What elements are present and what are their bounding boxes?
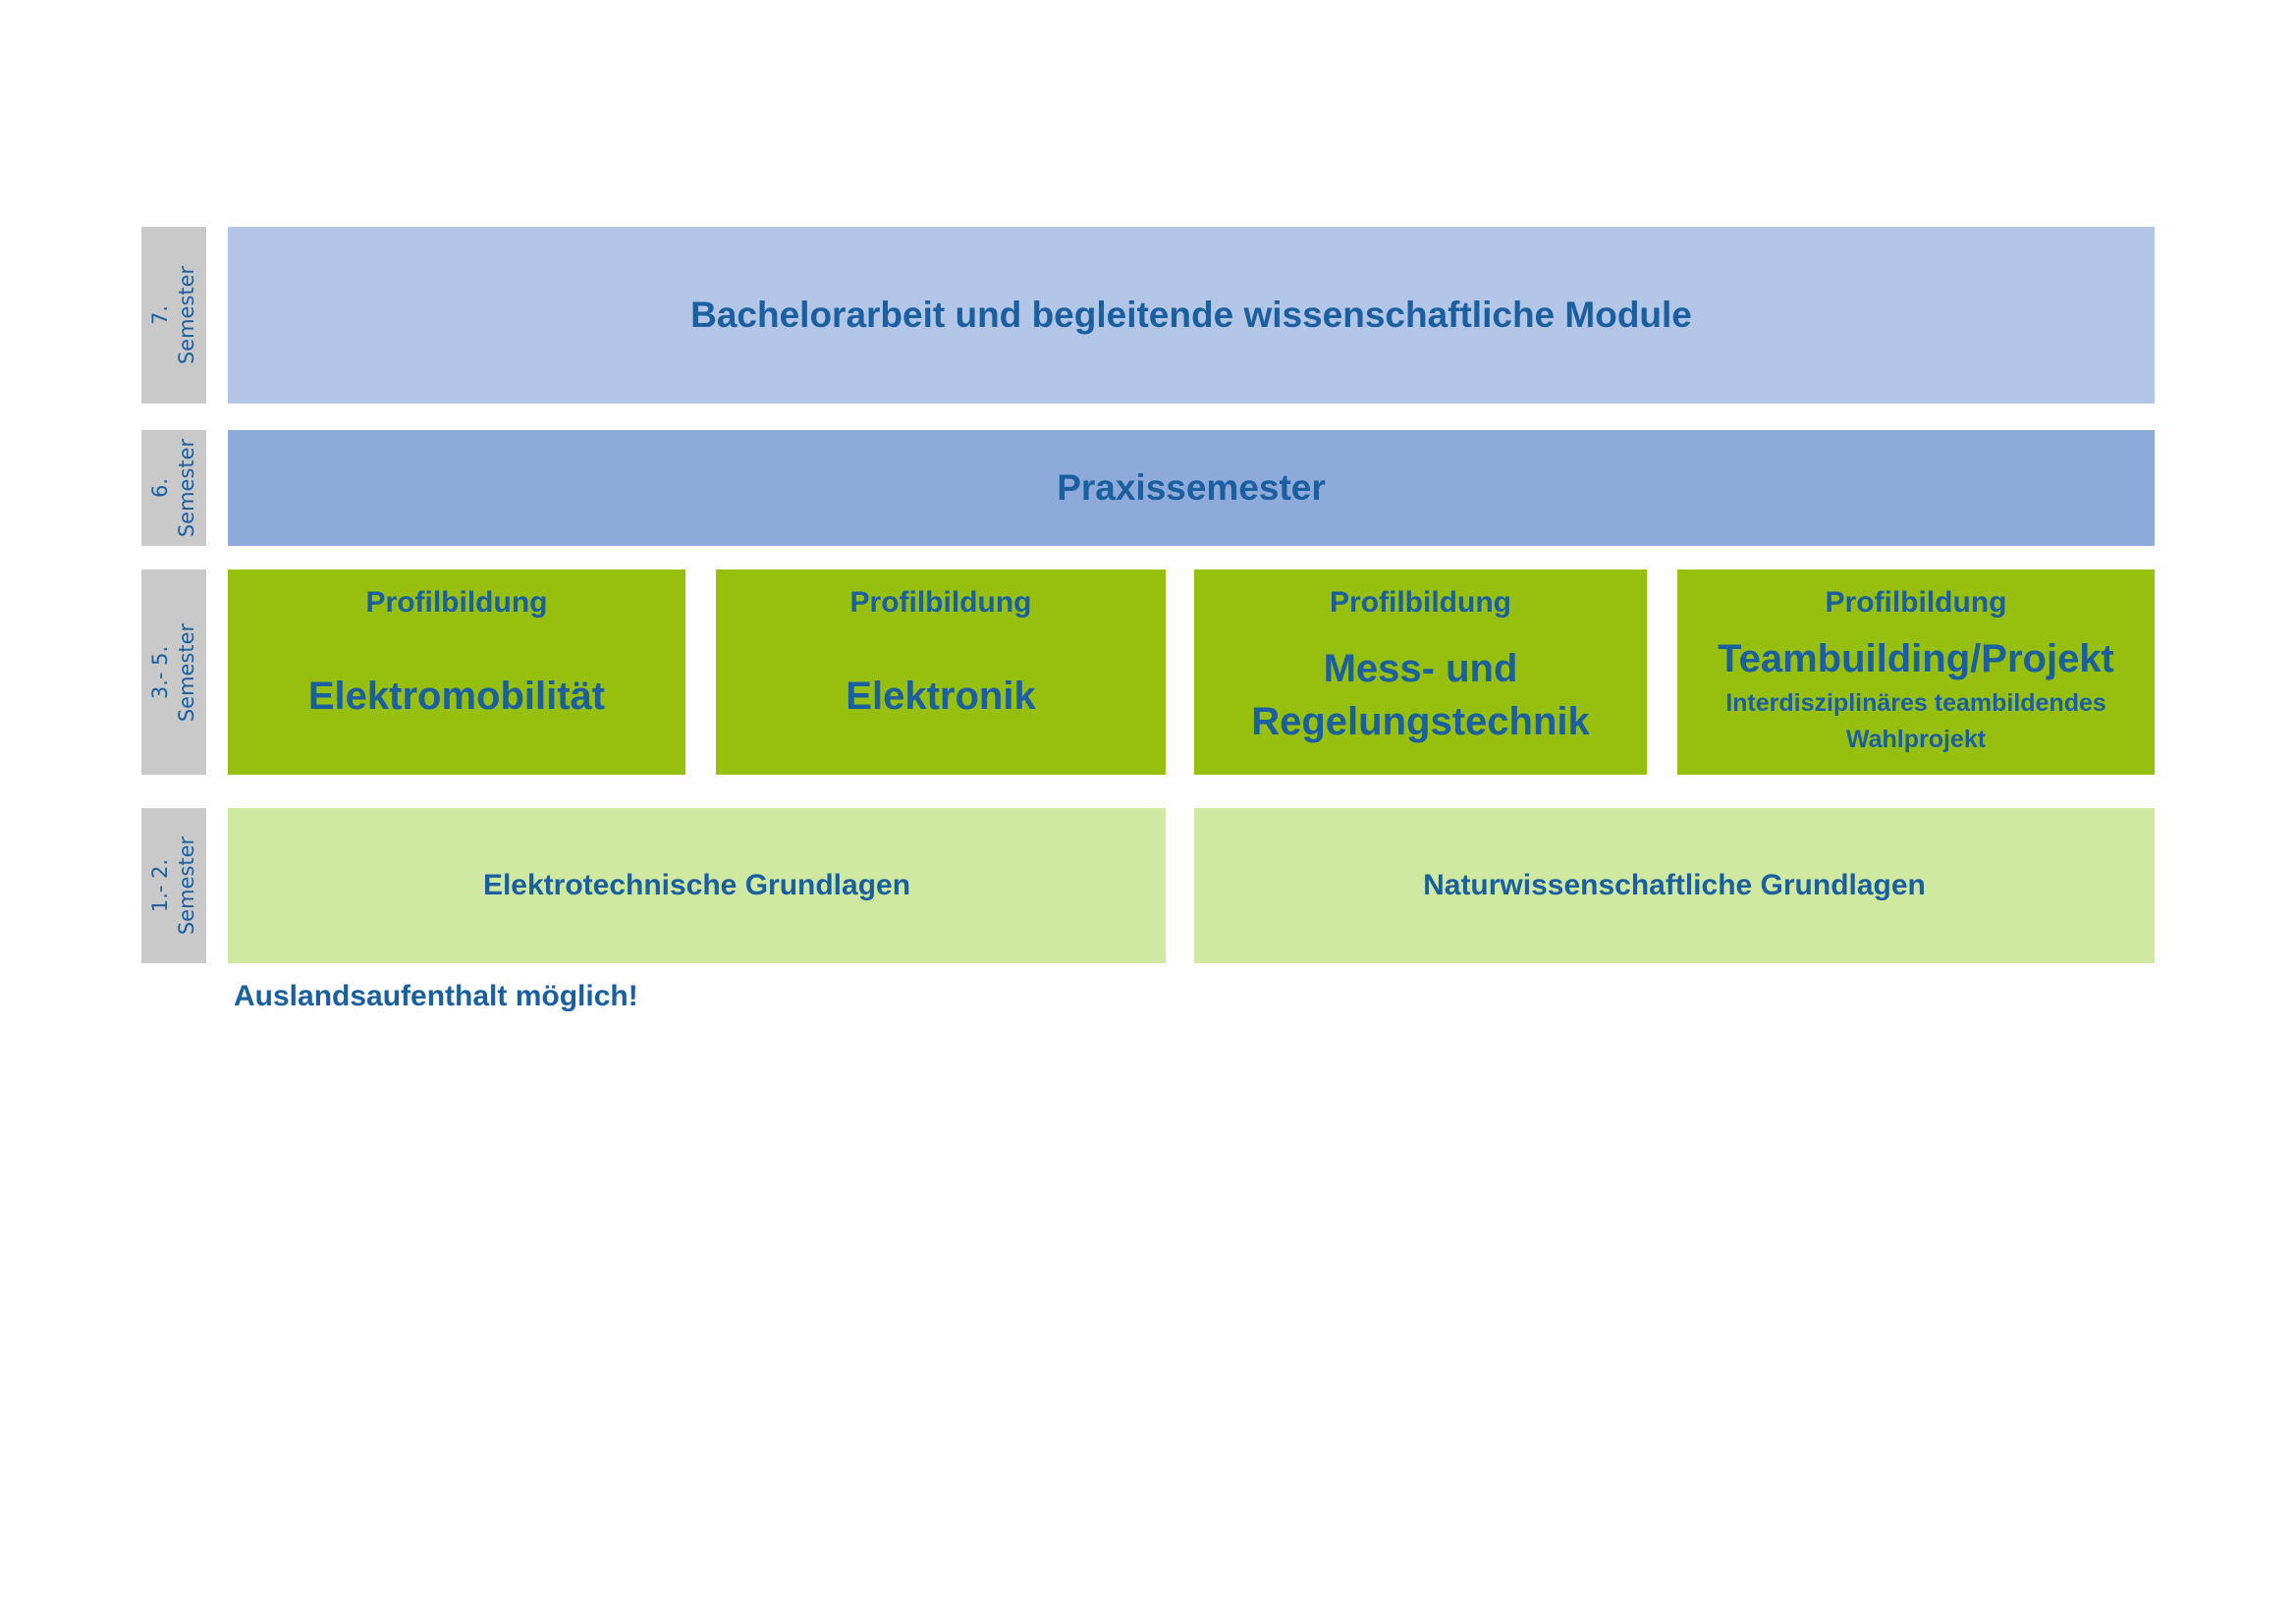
profile-title: Elektromobilität (307, 675, 606, 718)
profile-heading: Profilbildung (849, 586, 1032, 619)
profile-heading: Profilbildung (365, 586, 548, 619)
semester-label-3-5-word: Semester (175, 623, 199, 722)
semester-label-3-5-number: 3.- 5. (148, 645, 173, 699)
internship-semester-block: Praxissemester (228, 430, 2155, 546)
basics-block-natural-sciences: Naturwissenschaftliche Grundlagen (1194, 808, 2155, 963)
semester-label-6-number: 6. (148, 477, 173, 499)
profile-subtitle-line-1: Interdisziplinäres teambildendes (1725, 689, 2106, 717)
basics-title: Elektrotechnische Grundlagen (482, 869, 911, 901)
profile-heading: Profilbildung (1825, 586, 2007, 619)
semester-label-7-word: Semester (175, 265, 199, 365)
semester-label-7-number: 7. (148, 304, 173, 326)
profile-heading: Profilbildung (1330, 586, 1511, 619)
profile-title-line-1: Mess- und (1323, 647, 1518, 690)
semester-label-3-5: 3.- 5. Semester (141, 569, 206, 775)
profile-block-teambuilding: Profilbildung Teambuilding/Projekt Inter… (1677, 569, 2155, 775)
profile-block-measurement-control: Profilbildung Mess- und Regelungstechnik (1194, 569, 1647, 775)
semester-label-6: 6. Semester (141, 430, 206, 546)
profile-title-line-2: Regelungstechnik (1251, 700, 1590, 743)
internship-semester-title: Praxissemester (1057, 467, 1326, 508)
profile-title: Elektronik (846, 675, 1036, 718)
profile-subtitle-line-2: Wahlprojekt (1845, 726, 1987, 753)
basics-block-electrical: Elektrotechnische Grundlagen (228, 808, 1166, 963)
profile-title: Teambuilding/Projekt (1718, 637, 2114, 680)
abroad-note: Auslandsaufenthalt möglich! (234, 980, 638, 1012)
basics-title: Naturwissenschaftliche Grundlagen (1423, 869, 1926, 901)
profile-block-electronics: Profilbildung Elektronik (716, 569, 1166, 775)
bachelor-thesis-title: Bachelorarbeit und begleitende wissensch… (690, 295, 1692, 335)
semester-label-1-2-number: 1.- 2. (148, 858, 173, 913)
bachelor-thesis-block: Bachelorarbeit und begleitende wissensch… (228, 227, 2155, 404)
semester-label-7: 7. Semester (141, 227, 206, 404)
semester-label-1-2: 1.- 2. Semester (141, 808, 206, 963)
semester-label-1-2-word: Semester (175, 836, 199, 936)
profile-block-electromobility: Profilbildung Elektromobilität (228, 569, 685, 775)
semester-label-6-word: Semester (175, 438, 199, 538)
